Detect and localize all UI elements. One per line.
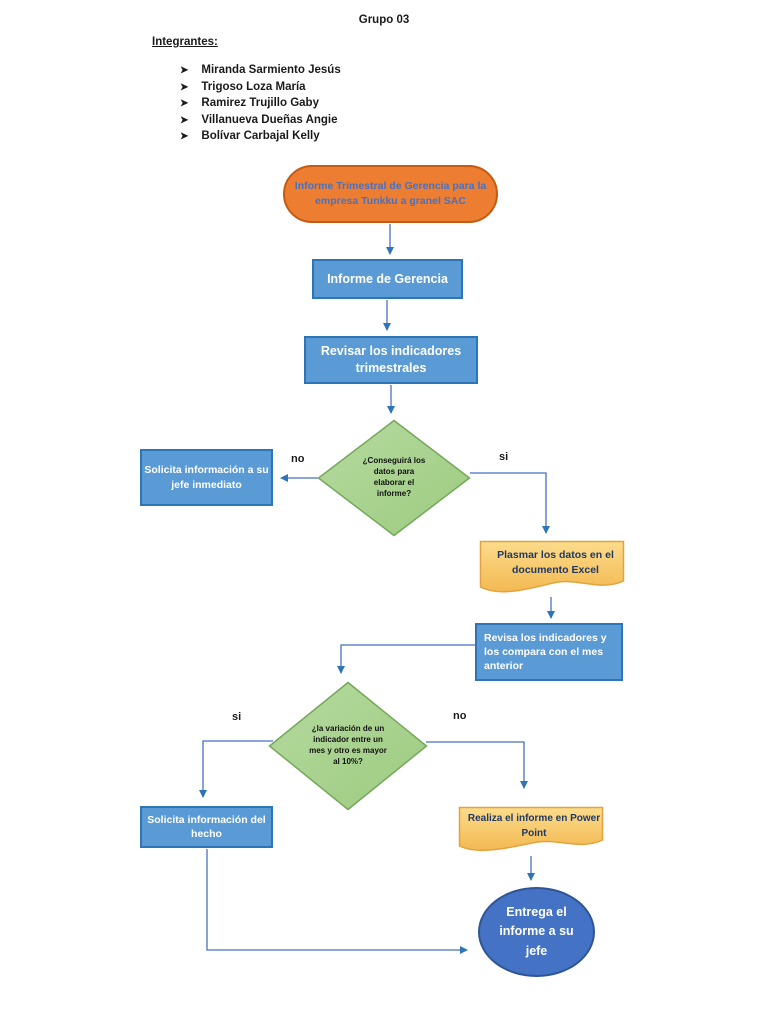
document-realiza-powerpoint: Realiza el informe en Power Point — [458, 806, 604, 856]
branch-label-si: si — [499, 451, 509, 463]
list-item: ➤ Ramirez Trujillo Gaby — [180, 97, 341, 114]
process-label: Solicita información a su jefe inmediato — [144, 464, 269, 491]
bullet-arrow-icon: ➤ — [180, 131, 189, 142]
members-heading: Integrantes: — [152, 36, 218, 48]
document-label: Plasmar los datos en el documento Excel — [497, 549, 614, 577]
branch-label-no: no — [291, 453, 305, 465]
list-item: ➤ Bolívar Carbajal Kelly — [180, 130, 341, 147]
end-label: Entrega el informe a su jefe — [499, 904, 574, 958]
process-label: Informe de Gerencia — [327, 271, 448, 286]
page-title: Grupo 03 — [358, 14, 410, 26]
arrow-decision1-si — [470, 472, 550, 534]
arrow-revisa-to-decision2 — [337, 644, 475, 674]
process-revisar-indicadores: Revisar los indicadores trimestrales — [304, 336, 478, 384]
members-list: ➤ Miranda Sarmiento Jesús ➤ Trigoso Loza M… — [180, 64, 341, 147]
decision-label: ¿la variación de un indicador entre un m… — [309, 724, 387, 766]
arrow-decision2-no — [426, 741, 528, 789]
list-item: ➤ Miranda Sarmiento Jesús — [180, 64, 341, 81]
process-informe-gerencia: Informe de Gerencia — [312, 259, 463, 299]
decision-variacion-indicador: ¿la variación de un indicador entre un m… — [268, 681, 428, 811]
member-name: Bolívar Carbajal Kelly — [201, 130, 320, 142]
bullet-arrow-icon: ➤ — [180, 65, 189, 76]
wave-shape — [479, 540, 625, 593]
process-label: Revisar los indicadores trimestrales — [320, 344, 462, 375]
process-label: Solicita información del hecho — [147, 813, 266, 840]
start-node: Informe Trimestral de Gerencia para la e… — [283, 165, 498, 223]
process-solicita-info-jefe: Solicita información a su jefe inmediato — [140, 449, 273, 506]
process-label: Revisa los indicadores y los compara con… — [484, 631, 607, 673]
document-plasmar-excel: Plasmar los datos en el documento Excel — [479, 540, 625, 598]
list-item: ➤ Villanueva Dueñas Angie — [180, 114, 341, 131]
wave-shape — [458, 806, 604, 852]
bullet-arrow-icon: ➤ — [180, 81, 189, 93]
bullet-arrow-icon: ➤ — [180, 114, 189, 126]
branch-label-si: si — [232, 711, 242, 723]
member-name: Villanueva Dueñas Angie — [201, 113, 338, 126]
list-item: ➤ Trigoso Loza María — [180, 81, 341, 98]
start-label: Informe Trimestral de Gerencia para la e… — [294, 179, 487, 207]
process-revisa-compara: Revisa los indicadores y los compara con… — [475, 623, 623, 681]
arrow-decision2-si — [199, 740, 273, 798]
document-label: Realiza el informe en Power Point — [467, 813, 601, 839]
member-name: Miranda Sarmiento Jesús — [201, 64, 341, 76]
diamond-shape — [268, 681, 428, 811]
branch-label-no: no — [453, 710, 467, 722]
member-name: Ramirez Trujillo Gaby — [201, 97, 319, 109]
bullet-arrow-icon: ➤ — [180, 98, 189, 109]
decision-label: ¿Conseguirá los datos para elaborar el i… — [362, 456, 426, 498]
process-solicita-info-hecho: Solicita información del hecho — [140, 806, 273, 848]
diamond-shape — [317, 419, 471, 537]
arrow-solicita-hecho-to-entrega — [206, 849, 468, 954]
end-node: Entrega el informe a su jefe — [478, 887, 595, 977]
member-name: Trigoso Loza María — [201, 80, 306, 93]
decision-conseguira-datos: ¿Conseguirá los datos para elaborar el i… — [317, 419, 471, 537]
